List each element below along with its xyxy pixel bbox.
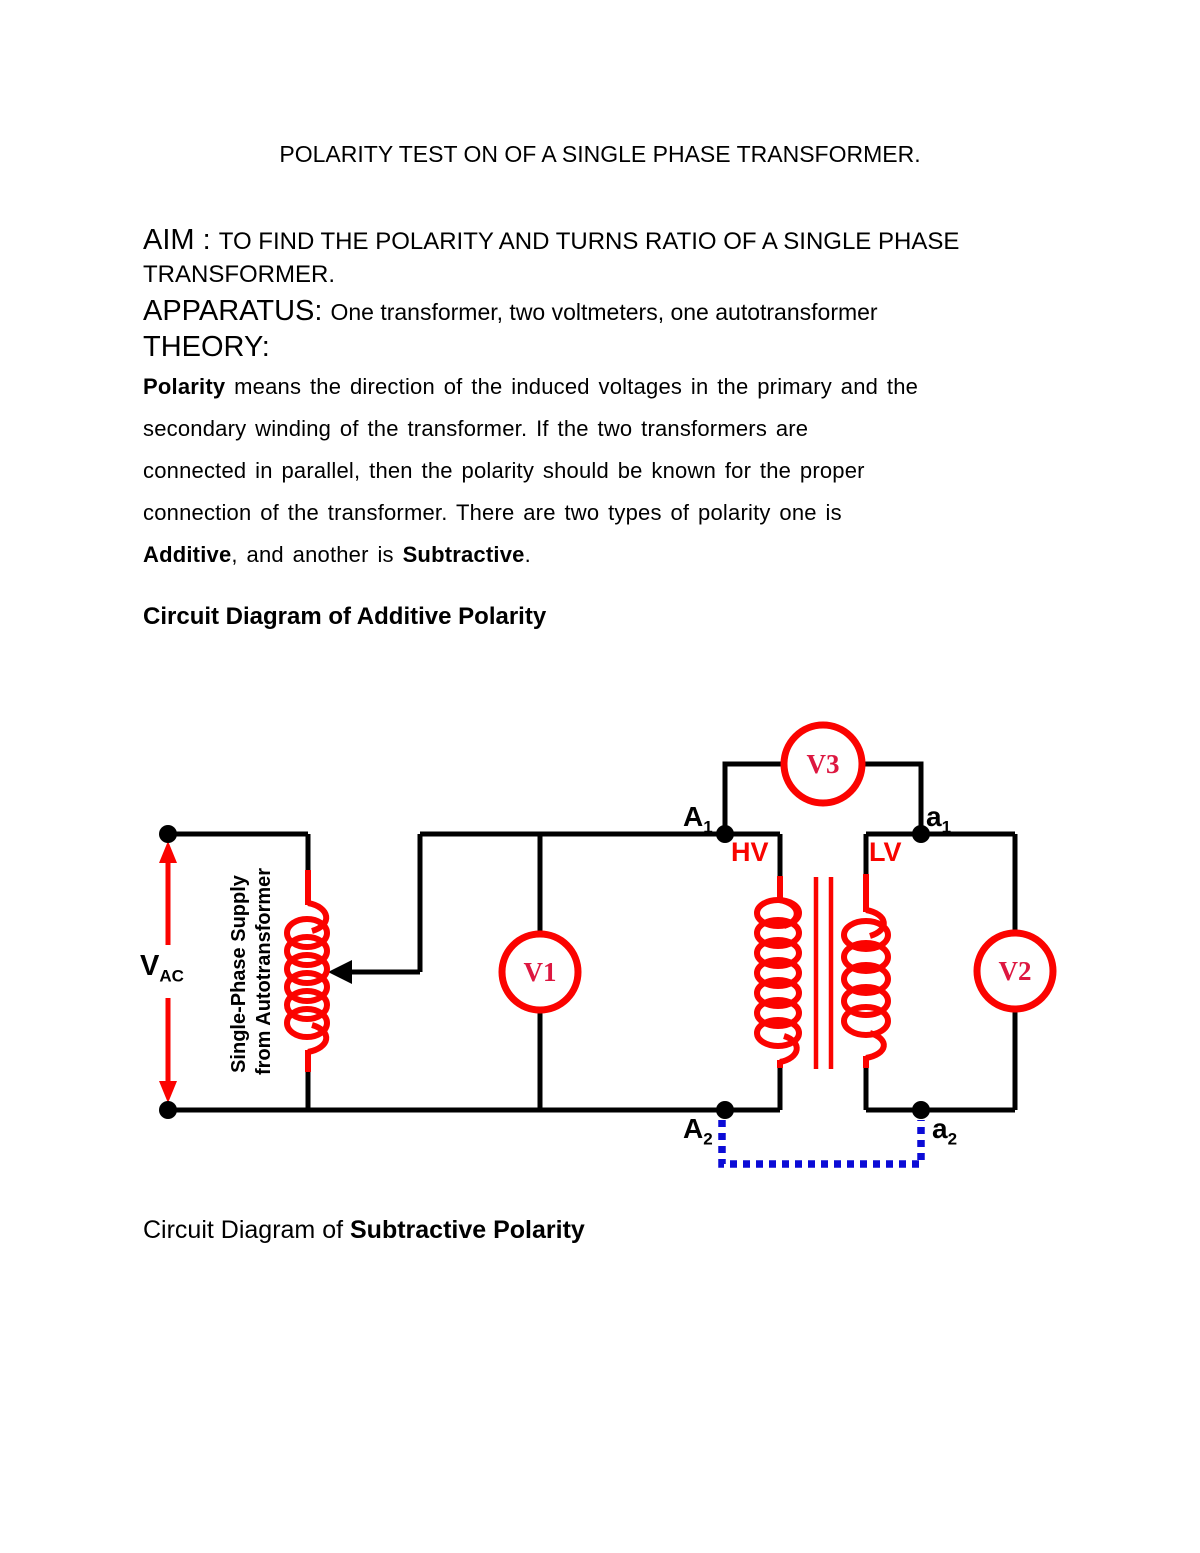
theory-paragraph-line3: connected in parallel, then the polarity… [143, 458, 865, 483]
vac-arrowhead-up-icon [159, 841, 177, 863]
lv-winding [841, 874, 891, 1068]
voltmeter-v2-label: V2 [998, 956, 1032, 986]
vac-arrow [159, 841, 177, 1103]
theory-paragraph-line4: connection of the transformer. There are… [143, 500, 842, 525]
circuit-wires [168, 761, 1018, 1113]
vac-base: V [140, 950, 160, 982]
hv-winding [754, 876, 802, 1068]
aim-label: AIM : [143, 224, 219, 256]
heading-subtractive-bold: Subtractive Polarity [350, 1216, 585, 1244]
line5-end: . [524, 542, 531, 567]
heading-subtractive-prefix: Circuit Diagram of [143, 1216, 350, 1244]
theory-paragraph-line5: Additive, and another is Subtractive. [143, 542, 531, 568]
apparatus-text: One transformer, two voltmeters, one aut… [330, 299, 878, 325]
voltmeter-circles [498, 721, 1057, 1014]
bold-polarity: Polarity [143, 374, 226, 399]
lv-winding-label: LV [869, 837, 902, 867]
terminal-a2-base: a [932, 1113, 948, 1144]
voltmeter-v3-label: V3 [806, 749, 840, 779]
autotransformer-label: Single-Phase Supply from Autotransformer [227, 867, 277, 1075]
line5-mid: , and another is [231, 542, 403, 567]
vac-arrowhead-down-icon [159, 1081, 177, 1103]
tap-arrowhead-icon [328, 960, 352, 984]
terminal-label-a1: a1 [926, 803, 951, 836]
theory-paragraph-line2: secondary winding of the transformer. If… [143, 416, 809, 441]
voltmeter-v3-circle [780, 721, 866, 807]
terminal-A1-sub: 1 [703, 817, 713, 837]
terminal-A1-base: A [683, 801, 704, 832]
aim-text: TO FIND THE POLARITY AND TURNS RATIO OF … [218, 228, 960, 255]
autotransformer-label-line2: from Autotransformer [253, 867, 275, 1075]
terminal-A2-sub: 2 [703, 1129, 713, 1149]
terminal-label-a2: a2 [932, 1115, 957, 1148]
hv-winding-label: HV [731, 837, 769, 867]
heading-subtractive-polarity: Circuit Diagram of Subtractive Polarity [143, 1216, 585, 1245]
vac-source-label: VAC [140, 952, 184, 985]
line1-rest: means the direction of the induced volta… [225, 374, 919, 399]
theory-paragraph-line1: Polarity means the direction of the indu… [143, 374, 918, 400]
heading-additive-polarity: Circuit Diagram of Additive Polarity [143, 603, 547, 630]
autotransformer-label-line1: Single-Phase Supply [228, 875, 250, 1073]
voltmeter-v1-label: V1 [523, 957, 557, 987]
bold-additive: Additive [143, 542, 232, 567]
terminal-label-A2: A2 [683, 1115, 713, 1148]
aim-line2: TRANSFORMER. [143, 261, 335, 288]
vac-sub: AC [159, 966, 184, 986]
terminal-a1-sub: 1 [941, 817, 952, 837]
voltmeter-v2-circle [973, 929, 1057, 1013]
theory-label: THEORY: [143, 331, 270, 363]
terminal-dots [159, 825, 930, 1119]
apparatus-line: APPARATUS: One transformer, two voltmete… [143, 295, 878, 328]
terminal-A2-base: A [683, 1113, 704, 1144]
terminal-a1-base: a [926, 801, 942, 832]
page-title: POLARITY TEST ON OF A SINGLE PHASE TRANS… [279, 141, 921, 167]
aim-line: AIM : TO FIND THE POLARITY AND TURNS RAT… [143, 224, 959, 257]
terminal-label-A1: A1 [683, 803, 713, 836]
autotransformer-winding [284, 870, 330, 1072]
voltmeter-v1-circle [498, 930, 582, 1014]
transformer-core [813, 877, 834, 1069]
terminal-a2-sub: 2 [947, 1129, 958, 1149]
bold-subtractive: Subtractive [402, 542, 525, 567]
apparatus-label: APPARATUS: [143, 295, 331, 327]
polarity-link-dotted [718, 1120, 925, 1168]
